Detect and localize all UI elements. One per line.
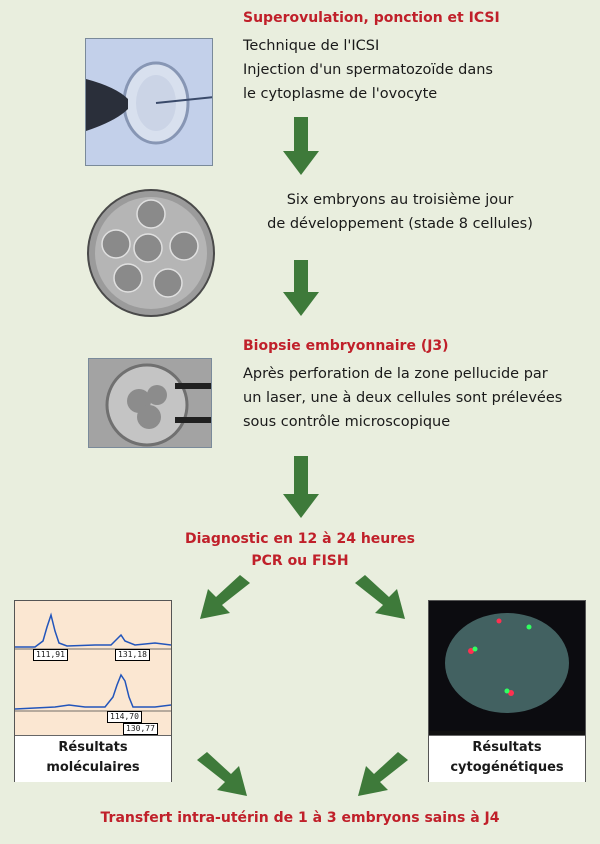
step1-line: Technique de l'ICSI bbox=[243, 34, 493, 58]
down-right-arrow bbox=[355, 575, 405, 623]
step3-text: Après perforation de la zone pellucide p… bbox=[243, 362, 562, 434]
caption-line: cytogénétiques bbox=[429, 758, 585, 778]
step1-line: Injection d'un spermatozoïde dans bbox=[243, 58, 493, 82]
icsi-illustration bbox=[86, 39, 213, 166]
down-arrow bbox=[283, 117, 319, 175]
cytogenetic-results-panel: Résultats cytogénétiques bbox=[428, 600, 586, 782]
step1-title: Superovulation, ponction et ICSI bbox=[243, 10, 500, 26]
caption-line: Résultats bbox=[429, 738, 585, 758]
caption-line: Résultats bbox=[15, 738, 171, 758]
final-step: Transfert intra-utérin de 1 à 3 embryons… bbox=[0, 810, 600, 826]
caption-line: moléculaires bbox=[15, 758, 171, 778]
icsi-photo bbox=[85, 38, 213, 166]
step1-text: Technique de l'ICSI Injection d'un sperm… bbox=[243, 34, 493, 106]
molecular-results-panel: 111,91 131,18 114,70 130,77 Résultats mo… bbox=[14, 600, 172, 782]
down-right-arrow bbox=[197, 752, 247, 800]
step2-text: Six embryons au troisième jour de dévelo… bbox=[245, 188, 555, 236]
step1-line: le cytoplasme de l'ovocyte bbox=[243, 82, 493, 106]
diagnostic-method: PCR ou FISH bbox=[0, 550, 600, 572]
diagnostic-block: Diagnostic en 12 à 24 heures PCR ou FISH bbox=[0, 528, 600, 572]
peak-label: 114,70 bbox=[107, 711, 142, 723]
step2-line: de développement (stade 8 cellules) bbox=[245, 212, 555, 236]
molecular-caption: Résultats moléculaires bbox=[15, 735, 171, 782]
peak-label: 111,91 bbox=[33, 649, 68, 661]
down-left-arrow bbox=[200, 575, 250, 623]
cytogenetic-caption: Résultats cytogénétiques bbox=[429, 735, 585, 782]
biopsy-photo bbox=[88, 358, 212, 448]
fish-nucleus-image bbox=[429, 601, 585, 731]
embryo-dish-photo bbox=[86, 188, 216, 322]
electropherogram bbox=[15, 601, 171, 721]
down-arrow bbox=[283, 260, 319, 316]
down-left-arrow bbox=[358, 752, 408, 800]
step3-line: un laser, une à deux cellules sont préle… bbox=[243, 386, 562, 410]
step3-line: Après perforation de la zone pellucide p… bbox=[243, 362, 562, 386]
step3-title: Biopsie embryonnaire (J3) bbox=[243, 338, 449, 354]
peak-label: 131,18 bbox=[115, 649, 150, 661]
down-arrow bbox=[283, 456, 319, 518]
diagnostic-title: Diagnostic en 12 à 24 heures bbox=[0, 528, 600, 550]
step2-line: Six embryons au troisième jour bbox=[245, 188, 555, 212]
peak-label: 130,77 bbox=[123, 723, 158, 735]
step3-line: sous contrôle microscopique bbox=[243, 410, 562, 434]
